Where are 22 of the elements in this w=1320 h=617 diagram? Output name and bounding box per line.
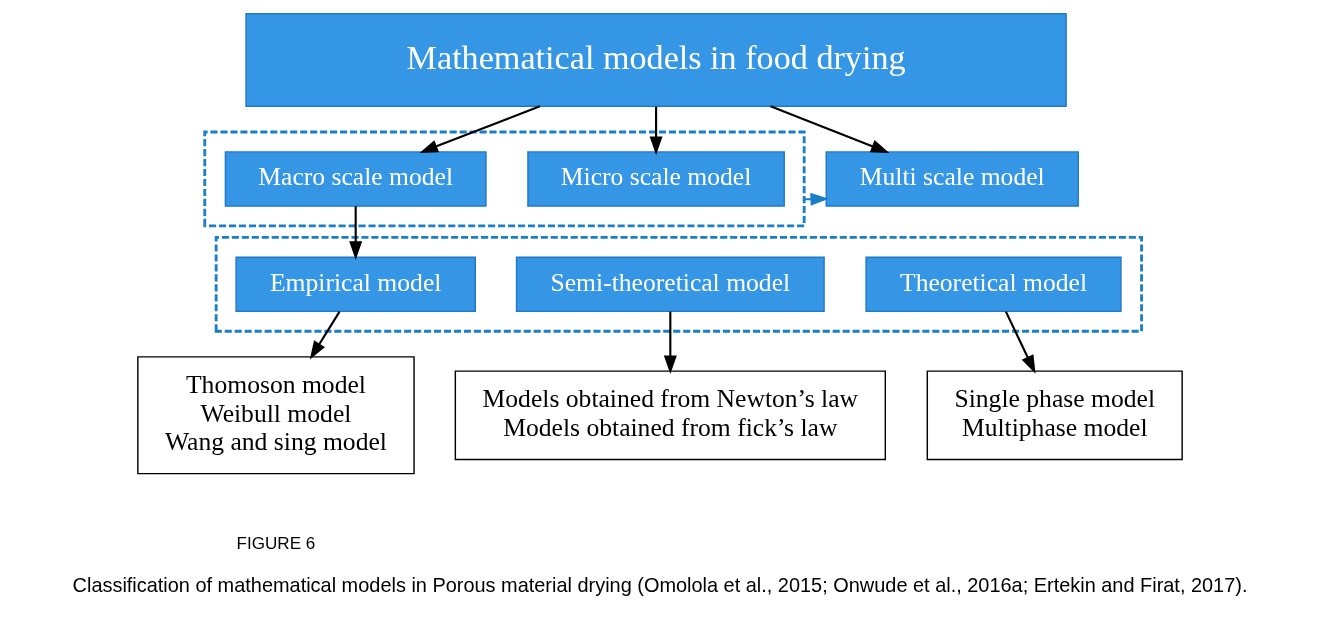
node-box: Empirical model <box>235 256 476 313</box>
arrow <box>663 311 677 375</box>
node-box: Micro scale model <box>527 151 785 207</box>
label: FIGURE 6 <box>236 534 316 554</box>
cluster <box>214 235 1143 333</box>
arrow <box>1004 311 1036 374</box>
node-box: Multi scale model <box>825 151 1079 207</box>
arrow <box>349 206 363 260</box>
node-box: Models obtained from Newton’s law Models obtained from fick’s law <box>454 370 886 461</box>
arrow <box>804 192 829 206</box>
node-box: Single phase model Multiphase model <box>926 370 1183 461</box>
node-box: Thomoson model Weibull model Wang and sing model <box>137 356 415 475</box>
cluster <box>203 130 806 228</box>
node-box: Macro scale model <box>224 151 487 207</box>
arrow <box>419 105 541 153</box>
node-box: Theoretical model <box>865 256 1122 313</box>
arrow <box>309 311 341 360</box>
node-box: Semi-theoretical model <box>515 256 825 313</box>
node-box: Mathematical models in food drying <box>245 13 1067 108</box>
arrow <box>770 105 890 153</box>
arrow <box>649 106 663 155</box>
caption: Classification of mathematical models in Porous material drying (Omolola et al., 2015; Onwude et al., 2016a; Ertekin and Firat, 2017). <box>72 574 1248 597</box>
